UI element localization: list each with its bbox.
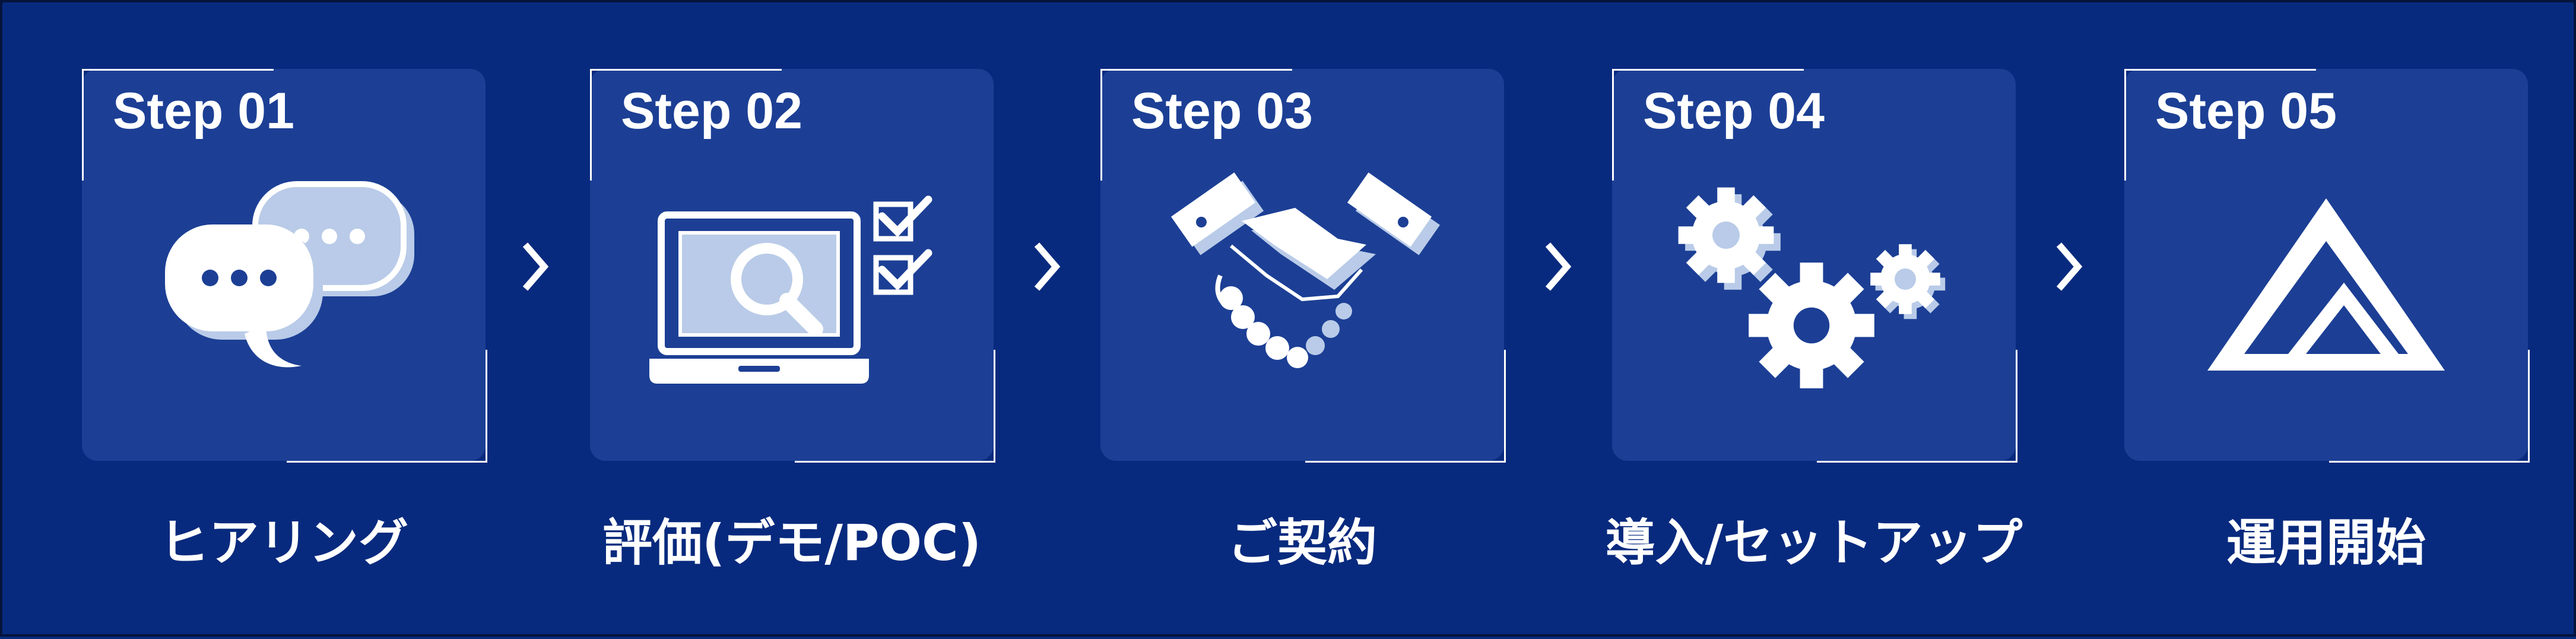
chevron-right-icon	[1545, 242, 1572, 291]
corner-bracket-bottom-right	[1817, 350, 2017, 463]
corner-bracket-top-left	[1100, 69, 1292, 181]
corner-bracket-top-left	[1612, 69, 1804, 181]
step-04: Step 04	[1606, 2, 2022, 639]
corner-bracket-bottom-right	[1305, 350, 1506, 463]
step-02: Step 02 評価(デモ/POC)	[590, 2, 995, 639]
step-05: Step 05 運用開始	[2124, 2, 2530, 639]
step-03: Step 03	[1100, 2, 1506, 639]
step-label: Step 01	[113, 83, 294, 140]
corner-bracket-top-left	[590, 69, 782, 181]
corner-bracket-top-left	[82, 69, 274, 181]
step-label: Step 03	[1131, 83, 1313, 140]
corner-bracket-bottom-right	[795, 350, 995, 463]
step-01: Step 01 ヒアリング	[82, 2, 487, 639]
gears-icon	[1678, 187, 1946, 388]
chevron-right-icon	[522, 242, 549, 291]
laptop-search-icon	[649, 195, 932, 384]
step-label: Step 02	[621, 83, 802, 140]
corner-bracket-top-left	[2124, 69, 2316, 181]
step-label: Step 04	[1643, 83, 1825, 140]
handshake-icon	[1170, 172, 1441, 368]
chevron-right-icon	[1034, 242, 1061, 291]
step-card	[2124, 69, 2528, 461]
step-caption: ご契約	[1227, 514, 1377, 572]
corner-bracket-bottom-right	[287, 350, 487, 463]
step-caption: 導入/セットアップ	[1605, 514, 2023, 572]
triangle-logo-icon	[2207, 198, 2445, 371]
step-caption: 評価(デモ/POC)	[602, 514, 982, 572]
step-caption: ヒアリング	[158, 514, 408, 572]
corner-bracket-bottom-right	[2329, 350, 2530, 463]
chat-bubbles-icon	[165, 181, 414, 368]
step-caption: 運用開始	[2226, 514, 2426, 572]
chevron-right-icon	[2056, 242, 2083, 291]
step-label: Step 05	[2155, 83, 2337, 140]
